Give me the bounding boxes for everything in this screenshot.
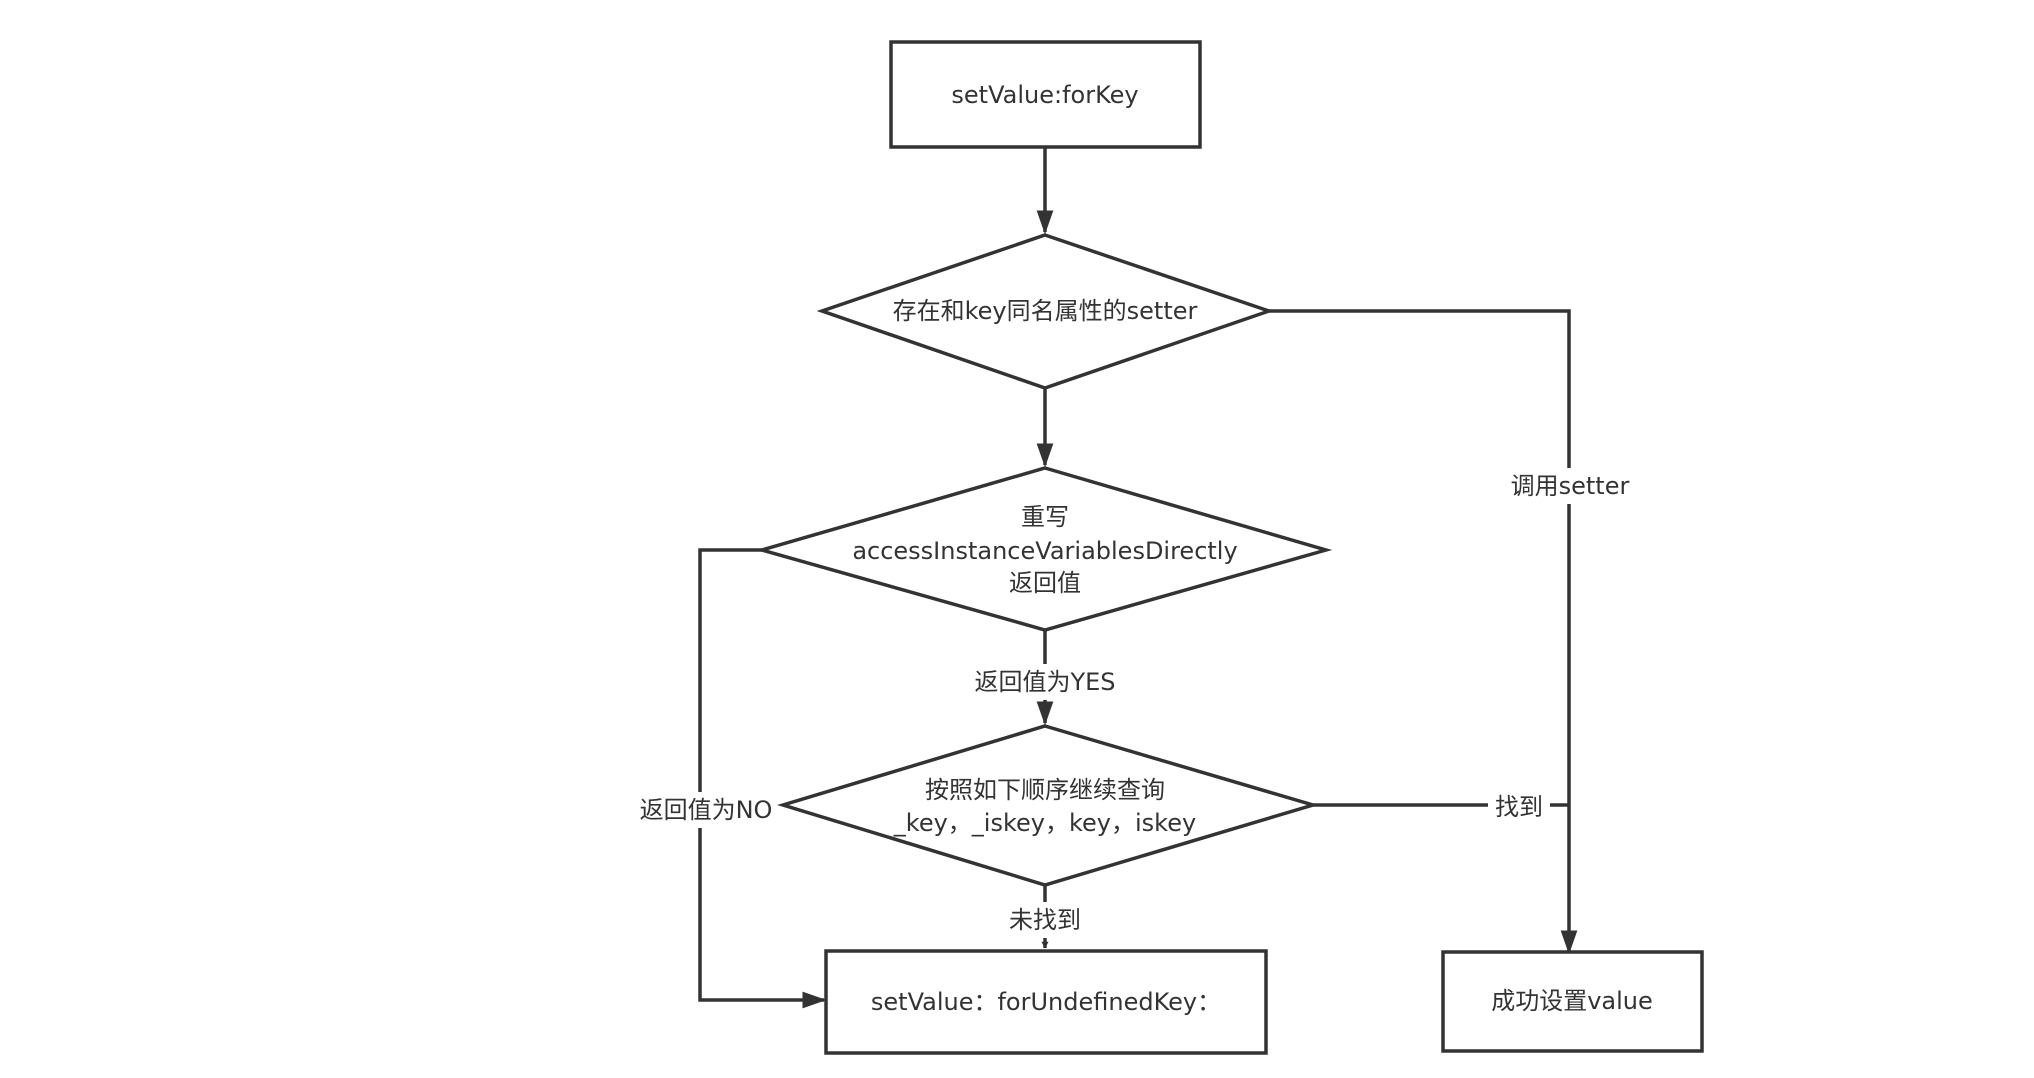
decision-access-check-line3: 返回值	[1009, 569, 1081, 597]
node-undefined-key: setValue：forUndefinedKey：	[824, 949, 1268, 1055]
node-success: 成功设置value	[1441, 950, 1704, 1053]
edge-label-call-setter: 调用setter	[1508, 468, 1632, 504]
svg-text:返回值为NO: 返回值为NO	[640, 796, 773, 824]
node-start-label: setValue:forKey	[951, 81, 1138, 109]
edge-label-found: 找到	[1488, 788, 1550, 824]
node-success-label: 成功设置value	[1491, 987, 1653, 1015]
decision-search-ivars-line2: _key，_iskey，key，iskey	[893, 809, 1196, 837]
edge-returns-no	[698, 548, 827, 1009]
decision-access-check: 重写 accessInstanceVariablesDirectly 返回值	[755, 466, 1333, 632]
decision-has-setter: 存在和key同名属性的setter	[816, 233, 1275, 390]
decision-has-setter-label: 存在和key同名属性的setter	[893, 297, 1198, 325]
node-undefined-key-label: setValue：forUndefinedKey：	[871, 988, 1221, 1016]
edge-label-returns-no: 返回值为NO	[630, 792, 776, 828]
decision-search-ivars: 按照如下顺序继续查询 _key，_iskey，key，iskey	[776, 724, 1320, 887]
edge-label-not-found: 未找到	[1004, 902, 1086, 938]
decision-access-check-line1: 重写	[1021, 503, 1069, 531]
node-start: setValue:forKey	[889, 40, 1202, 149]
edge-call-setter	[1269, 309, 1578, 955]
svg-text:返回值为YES: 返回值为YES	[974, 668, 1115, 696]
decision-access-check-line2: accessInstanceVariablesDirectly	[852, 537, 1237, 565]
svg-text:未找到: 未找到	[1009, 906, 1081, 934]
edge-label-returns-yes: 返回值为YES	[966, 664, 1124, 700]
svg-text:找到: 找到	[1495, 793, 1543, 821]
decision-search-ivars-line1: 按照如下顺序继续查询	[925, 776, 1165, 804]
svg-text:调用setter: 调用setter	[1511, 472, 1630, 500]
